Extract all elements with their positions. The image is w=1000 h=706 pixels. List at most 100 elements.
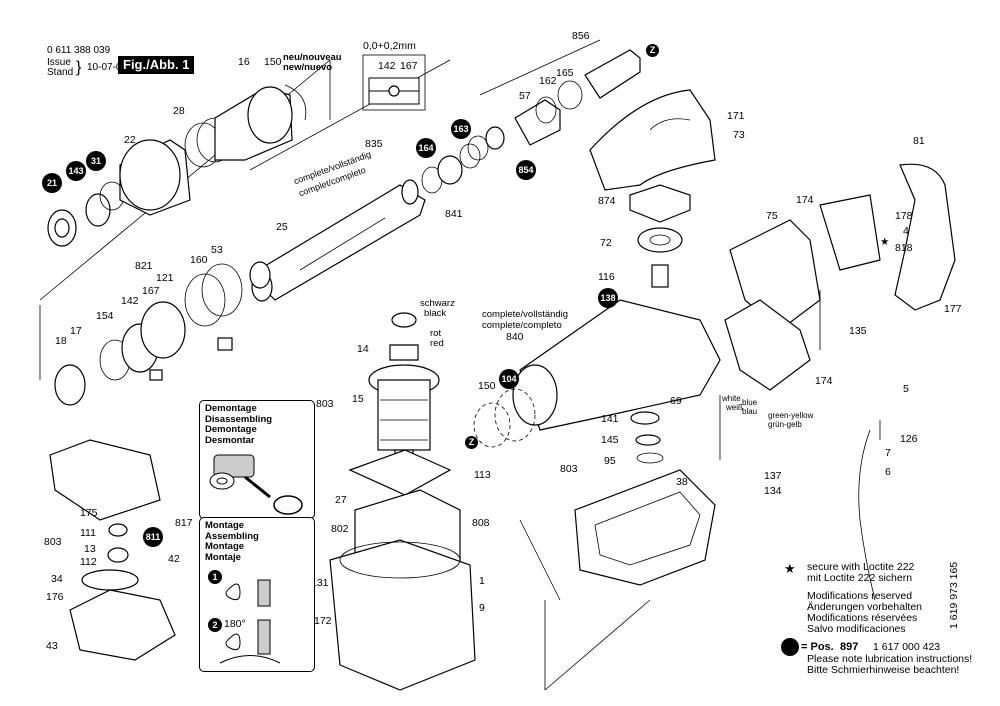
modifications-note: Salvo modificaciones	[807, 623, 906, 635]
step-number: 1	[208, 570, 222, 584]
part-label: 18	[55, 335, 67, 347]
brace: }	[76, 59, 82, 76]
part-label: 167	[400, 60, 418, 72]
disassembly-illustration	[209, 454, 303, 515]
part-label: 802	[331, 523, 349, 535]
part-label: 1	[479, 575, 485, 587]
z-marker: Z	[465, 436, 478, 449]
part-label: 817	[175, 517, 193, 529]
part-label: 7	[885, 447, 891, 459]
z-marker: Z	[646, 44, 659, 57]
part-label: 176	[46, 591, 64, 603]
wire-label: blau	[742, 407, 758, 416]
part-label: 150	[478, 380, 496, 392]
part-label: 856	[572, 30, 590, 42]
complete-label-2: complete/completo	[482, 320, 562, 331]
part-label: 15	[352, 393, 364, 405]
pos-code: 1 617 000 423	[873, 641, 941, 653]
panel-title: Demontage	[205, 424, 257, 435]
part-label: 803	[44, 536, 62, 548]
lubrication-note-de: Bitte Schmierhinweise beachten!	[807, 664, 960, 676]
star-mark: ★	[880, 236, 890, 248]
wire-label: blue	[742, 398, 758, 407]
part-label: 150	[264, 56, 282, 68]
assembly-illustration	[219, 579, 281, 664]
part-label: 22	[124, 134, 136, 146]
lubrication-dot-icon	[781, 638, 799, 656]
callout-bubble: 138	[598, 288, 618, 308]
panel-title: Montage	[205, 520, 245, 531]
new-label-2: new/nuevo	[283, 62, 333, 73]
wire-label: grün-gelb	[768, 420, 802, 429]
callout-bubble: 104	[499, 369, 519, 389]
part-label: 137	[764, 470, 782, 482]
part-label: 167	[142, 285, 160, 297]
part-label: 57	[519, 90, 531, 102]
disassembly-panel: Demontage Disassembling Demontage Desmon…	[199, 400, 315, 519]
part-label: 34	[51, 573, 63, 585]
part-label: 135	[849, 325, 867, 337]
callout-bubble: 811	[143, 527, 163, 547]
part-label: 16	[238, 56, 250, 68]
part-label: 160	[190, 254, 208, 266]
color-label: schwarz	[420, 298, 455, 309]
part-label: 53	[211, 244, 223, 256]
part-label: 5	[903, 383, 909, 395]
modifications-note: Änderungen vorbehalten	[807, 601, 923, 613]
part-label: 13	[84, 543, 96, 555]
part-label: 808	[472, 517, 490, 529]
complete-label: complete/vollständig	[482, 309, 569, 320]
callout-bubble: 163	[451, 119, 471, 139]
part-label: 142	[378, 60, 396, 72]
part-label: 145	[601, 434, 619, 446]
part-label: 142	[121, 295, 139, 307]
stand-label: Stand	[47, 67, 74, 78]
modifications-note: Modifications réservées	[807, 612, 918, 624]
part-label: 171	[727, 110, 745, 122]
part-label: 75	[766, 210, 778, 222]
part-label: 803	[560, 463, 578, 475]
part-label: 28	[173, 105, 185, 117]
loctite-note: secure with Loctite 222	[807, 561, 915, 573]
wire-label: white	[722, 394, 741, 403]
part-label: 17	[70, 325, 82, 337]
part-label: 14	[357, 343, 369, 355]
part-label: 95	[604, 455, 616, 467]
panel-title: Montaje	[205, 551, 241, 563]
tolerance-label: 0,0+0,2mm	[363, 40, 416, 52]
issue-date: 10-07-06	[87, 62, 128, 73]
part-label: 27	[335, 494, 347, 506]
part-label: 69	[670, 395, 682, 407]
part-label: 116	[598, 271, 615, 283]
callout-bubble: 143	[66, 161, 86, 181]
panel-title: Assembling	[205, 530, 259, 542]
figure-label: Fig./Abb. 1	[118, 56, 195, 74]
part-label: 818	[895, 242, 913, 254]
part-label: 154	[96, 310, 114, 322]
assembly-panel: Montage Assembling Montage Montaje 1 2 1…	[199, 517, 315, 672]
part-label: 174	[796, 194, 814, 206]
callout-bubble: 854	[516, 160, 536, 180]
part-label: 38	[676, 476, 688, 488]
part-label: 72	[600, 237, 612, 249]
part-label: 141	[601, 413, 619, 425]
color-label: red	[430, 338, 444, 349]
part-label: 9	[479, 602, 485, 614]
pos-prefix: = Pos.	[801, 641, 834, 653]
part-label: 162	[539, 75, 557, 87]
color-label: rot	[430, 328, 442, 339]
part-label: 42	[168, 553, 180, 565]
part-label: 126	[900, 433, 918, 445]
loctite-note-de: mit Loctite 222 sichern	[807, 572, 913, 584]
panel-title: Montage	[205, 541, 245, 552]
part-label: 73	[733, 129, 745, 141]
pos-number: 897	[840, 641, 859, 653]
color-label: black	[424, 308, 447, 319]
part-label: 111	[80, 527, 96, 539]
part-label: 131	[311, 577, 329, 589]
document-number: 1 619 973 165	[948, 561, 960, 629]
part-label: 4	[903, 225, 909, 237]
callout-bubble: 31	[86, 151, 106, 171]
part-label: 81	[913, 135, 925, 147]
